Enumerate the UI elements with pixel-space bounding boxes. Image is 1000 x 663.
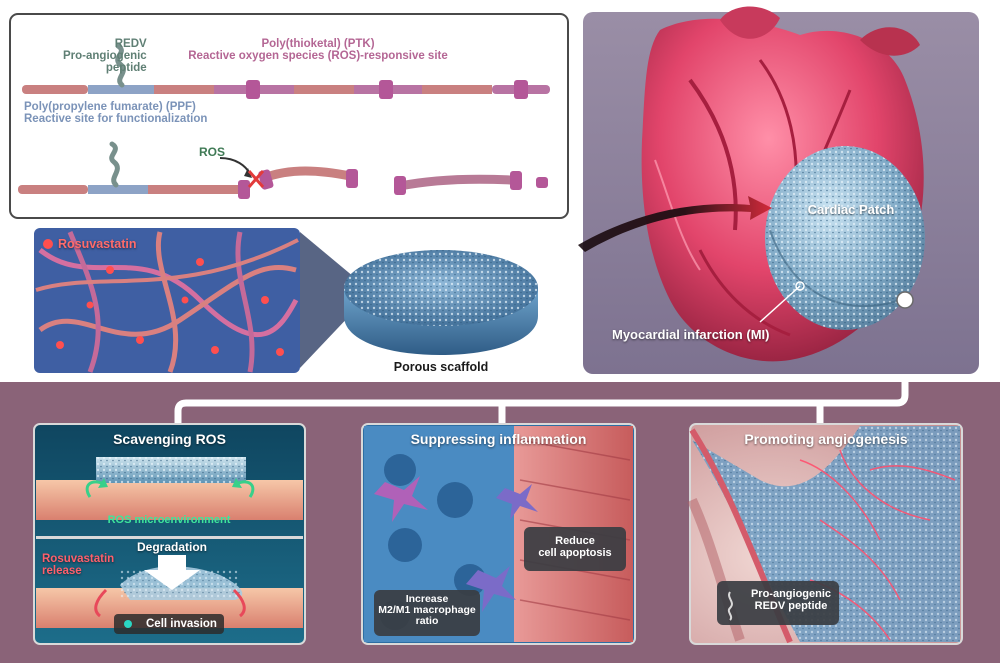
porous-scaffold-disc bbox=[344, 250, 538, 355]
mi-label: Myocardial infarction (MI) bbox=[612, 327, 770, 342]
connector-line bbox=[174, 305, 909, 424]
reduce-apoptosis-label: Reduce cell apoptosis bbox=[538, 535, 612, 559]
panel-suppressing-inflammation bbox=[361, 423, 636, 645]
polymer-chain-1 bbox=[22, 43, 550, 99]
rosuvastatin-release-label: Rosuvastatin release bbox=[42, 553, 115, 578]
ppf-label: Poly(propylene fumarate) (PPF) Reactive … bbox=[24, 101, 208, 126]
angiogenesis-title: Promoting angiogenesis bbox=[744, 431, 908, 447]
inflammation-title: Suppressing inflammation bbox=[410, 431, 587, 447]
arrow-to-heart bbox=[578, 196, 772, 252]
redv-peptide-label: Pro-angiogenic REDV peptide bbox=[750, 588, 832, 612]
rosuvastatin-label: Rosuvastatin bbox=[58, 237, 137, 251]
ptk-label: Poly(thioketal) (PTK) Reactive oxygen sp… bbox=[188, 38, 448, 63]
scavenging-title: Scavenging ROS bbox=[113, 431, 226, 447]
increase-ratio-label: Increase M2/M1 macrophage ratio bbox=[378, 593, 476, 628]
network-panel bbox=[34, 228, 300, 373]
degradation-label: Degradation bbox=[136, 540, 207, 554]
cardiac-patch-illustration bbox=[765, 146, 925, 330]
panel-promoting-angiogenesis bbox=[687, 423, 963, 645]
polymer-box bbox=[9, 13, 569, 219]
cell-invasion-label: Cell invasion bbox=[146, 618, 217, 630]
ros-environment-label: ROS microenvironment bbox=[107, 514, 231, 526]
ros-label: ROS bbox=[199, 145, 226, 159]
redv-label: REDV Pro-angiogenic peptide bbox=[63, 38, 147, 75]
porous-scaffold-label: Porous scaffold bbox=[393, 360, 489, 374]
polymer-chain-2 bbox=[18, 141, 548, 199]
panel-scavenging-ros bbox=[33, 423, 306, 645]
cardiac-patch-label: Cardiac Patch bbox=[807, 202, 895, 217]
